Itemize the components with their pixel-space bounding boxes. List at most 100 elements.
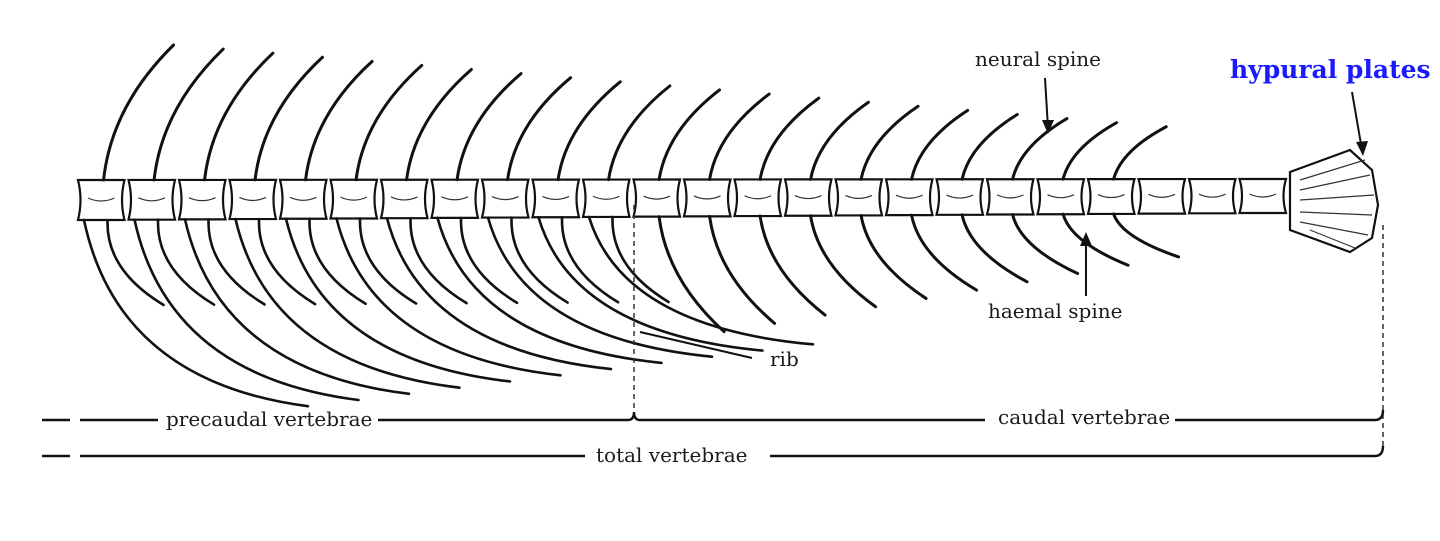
vertebra: [1036, 178, 1086, 216]
rib-process: [459, 216, 519, 305]
rib: [183, 218, 411, 396]
vertebra: [329, 178, 379, 220]
caudal-fin-base: [1288, 148, 1380, 254]
vertebra-centre-mark: [1097, 193, 1125, 199]
vertebra: [430, 178, 480, 219]
rib-process: [308, 217, 367, 306]
rib: [537, 215, 764, 352]
vertebra-centre-mark: [895, 194, 923, 199]
neural-spine: [556, 80, 622, 182]
neural-spine-label: neural spine: [975, 47, 1101, 71]
vertebra: [884, 178, 934, 217]
vertebra-centre-mark: [542, 195, 570, 201]
rib: [587, 215, 815, 346]
vertebra-centre-mark: [946, 194, 974, 199]
haemal-spine: [657, 215, 726, 334]
vertebra: [935, 178, 985, 216]
vertebra: [228, 178, 278, 221]
neural-spine: [506, 76, 573, 182]
haemal-spine-arrowhead: [1080, 232, 1092, 246]
neural-spine-arrowhead: [1042, 120, 1054, 134]
vertebra-centre-mark: [188, 197, 216, 202]
vertebra-centre-mark: [845, 194, 873, 199]
vertebra-centre-mark: [996, 194, 1024, 199]
vertebra: [531, 178, 581, 219]
neural-spine: [354, 63, 424, 182]
haemal-spine: [758, 214, 827, 317]
vertebra-centre-mark: [592, 195, 620, 200]
hypural-rays: [1299, 159, 1375, 249]
vertebra: [682, 178, 732, 218]
rib-process: [510, 216, 569, 304]
rib: [335, 217, 562, 377]
neural-spine: [960, 112, 1019, 181]
vertebra: [581, 178, 631, 219]
vertebra: [379, 178, 429, 220]
total-vertebrae-label: total vertebrae: [596, 443, 747, 467]
vertebra: [1238, 177, 1288, 215]
vertebra: [783, 178, 833, 217]
caudal-vertebrae-label: caudal vertebrae: [998, 405, 1170, 429]
rib-label: rib: [770, 347, 799, 371]
haemal-spine: [1112, 212, 1181, 259]
rib-process: [257, 217, 317, 306]
vertebra-centre-mark: [441, 196, 469, 201]
neural-spine: [405, 68, 473, 182]
vertebra-centre-mark: [1148, 193, 1176, 198]
vertebra-centre-mark: [138, 197, 166, 202]
vertebra-centre-mark: [643, 195, 671, 200]
vertebra: [278, 178, 328, 220]
neural-spine: [455, 72, 523, 182]
rib-process: [358, 217, 418, 305]
vertebra: [127, 178, 177, 221]
vertebra: [76, 178, 126, 222]
neural-spine: [304, 59, 374, 182]
vertebra-centre-mark: [491, 196, 519, 201]
rib-process: [611, 215, 670, 304]
neural-spine: [203, 51, 275, 182]
haemal-spine: [859, 213, 928, 300]
haemal-spine: [708, 214, 777, 325]
rib: [436, 216, 663, 365]
vertebra-centre-mark: [239, 196, 267, 202]
vertebra: [632, 178, 682, 218]
neural-spine-pointer: [1044, 77, 1049, 129]
vertebra: [733, 178, 783, 218]
vertebra: [1086, 178, 1136, 216]
haemal-spine: [1011, 213, 1080, 276]
neural-spine: [1011, 117, 1069, 181]
rib: [385, 216, 613, 371]
rib-pointer: [639, 331, 753, 359]
haemal-spine: [910, 213, 979, 292]
vertebra-centre-mark: [744, 195, 772, 200]
rib: [486, 216, 714, 359]
vertebra-centre-mark: [1047, 194, 1075, 199]
haemal-spine: [809, 214, 878, 309]
neural-spine: [1061, 121, 1119, 181]
neural-spine: [102, 43, 176, 182]
neural-spine: [1112, 125, 1168, 181]
rib: [133, 218, 360, 402]
neural-spine: [910, 108, 970, 181]
total-bracket-line: [42, 445, 1385, 458]
vertebra-centre-mark: [1198, 193, 1226, 198]
vertebra: [1137, 177, 1187, 215]
rib: [234, 217, 461, 389]
vertebra-centre-mark: [289, 196, 317, 201]
rib-process: [156, 218, 216, 306]
neural-spine: [758, 96, 821, 181]
neural-spine: [152, 47, 225, 182]
neural-spine: [859, 104, 920, 181]
vertebra: [480, 178, 530, 219]
hypural-plates-arrowhead: [1356, 141, 1368, 156]
rib-process: [409, 216, 468, 305]
hypural-plates-pointer: [1351, 91, 1363, 151]
vertebra: [1187, 177, 1237, 215]
neural-spine: [607, 84, 672, 182]
vertebra-centre-mark: [1249, 193, 1277, 198]
haemal-spine-label: haemal spine: [988, 299, 1122, 323]
rib: [284, 217, 512, 383]
neural-spine: [809, 100, 870, 181]
vertebra-centre-mark: [390, 196, 418, 201]
precaudal-vertebrae-label: precaudal vertebrae: [166, 407, 372, 431]
